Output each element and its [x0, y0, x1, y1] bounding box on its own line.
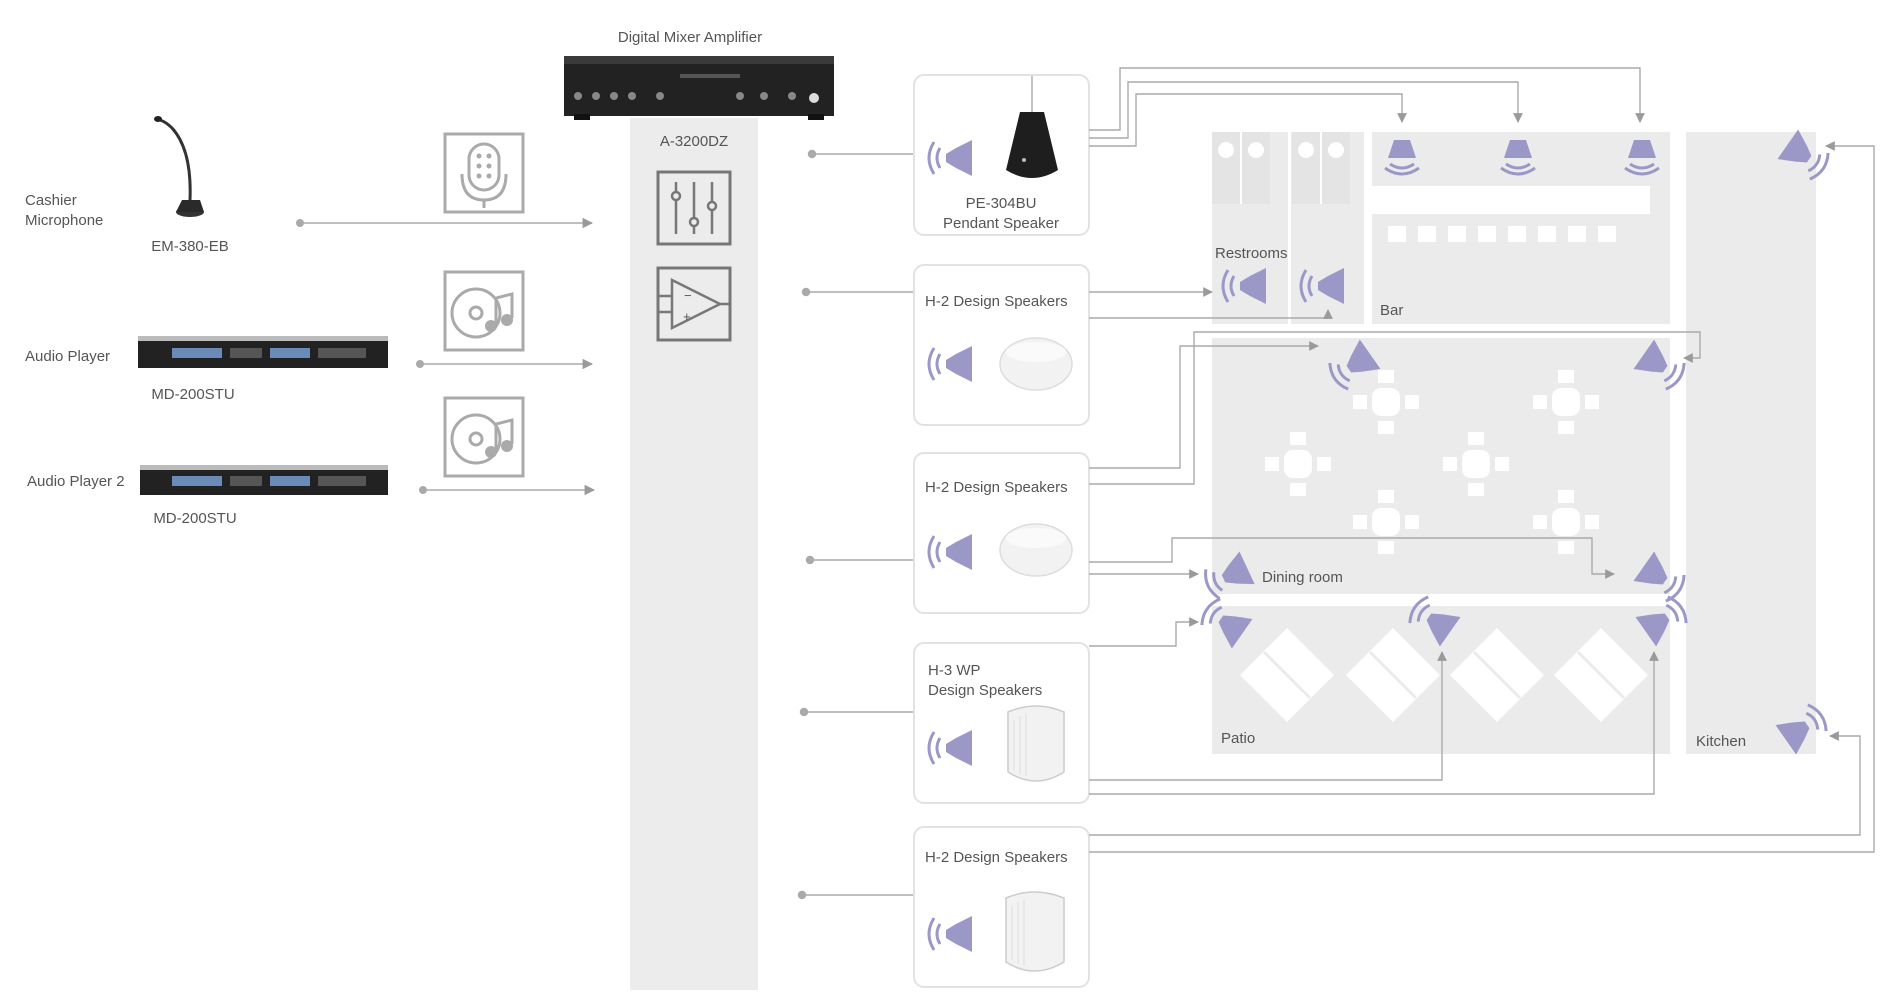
speaker-label: H-2 Design Speakers	[925, 479, 1068, 496]
svg-text:+: +	[683, 309, 691, 324]
gooseneck-microphone-image	[154, 116, 204, 217]
speaker-label: H-2 Design Speakers	[925, 849, 1068, 866]
speaker-card-h2-3: H-2 Design Speakers	[913, 826, 1090, 988]
microphone-icon	[443, 132, 525, 214]
speaker-card-h2-1: H-2 Design Speakers	[913, 264, 1090, 426]
source-model: MD-200STU	[151, 386, 234, 403]
room-label-bar: Bar	[1380, 302, 1403, 319]
music-disc-icon	[443, 396, 525, 478]
amplifier-model: A-3200DZ	[660, 133, 728, 150]
source-audio-player-2: Audio Player 2 MD-200STU	[27, 396, 596, 527]
room-label-restrooms: Restrooms	[1215, 245, 1288, 262]
svg-text:−: −	[684, 288, 692, 303]
room-dining	[1212, 338, 1670, 594]
amplifier-device	[564, 56, 834, 120]
source-audio-player: Audio Player MD-200STU	[25, 270, 594, 403]
floor-plan: Restrooms Bar Dining room	[1212, 132, 1816, 754]
mixer-icon	[656, 170, 732, 246]
room-kitchen	[1686, 132, 1816, 754]
source-model: EM-380-EB	[151, 238, 229, 255]
room-label-dining: Dining room	[1262, 569, 1343, 586]
diagram-title: Digital Mixer Amplifier	[618, 29, 762, 46]
wiring-lines	[1089, 67, 1875, 853]
music-disc-icon	[443, 270, 525, 352]
amplifier-panel	[630, 118, 758, 990]
amp-output-lines	[797, 149, 914, 900]
source-model: MD-200STU	[153, 510, 236, 527]
room-label-patio: Patio	[1221, 730, 1255, 747]
room-label-kitchen: Kitchen	[1696, 733, 1746, 750]
audio-player-device-image	[140, 465, 388, 495]
amplifier-symbol-icon: − +	[656, 266, 732, 342]
speaker-card-h2-2: H-2 Design Speakers	[913, 452, 1090, 614]
source-label: Audio Player 2	[27, 473, 125, 490]
source-label: Audio Player	[25, 348, 110, 365]
speaker-label: H-2 Design Speakers	[925, 293, 1068, 310]
audio-player-device-image	[138, 336, 388, 368]
